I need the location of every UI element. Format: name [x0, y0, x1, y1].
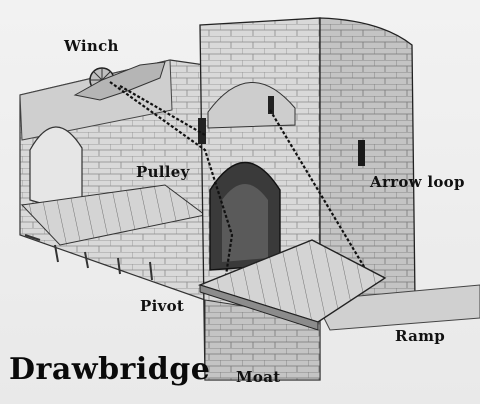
diagram-title: Drawbridge — [9, 352, 210, 387]
label-winch: Winch — [64, 37, 119, 55]
label-pivot: Pivot — [140, 297, 184, 315]
label-moat: Moat — [236, 368, 280, 386]
label-pulley: Pulley — [136, 163, 190, 181]
label-ramp: Ramp — [395, 327, 445, 345]
label-arrow-loop: Arrow loop — [370, 173, 465, 191]
